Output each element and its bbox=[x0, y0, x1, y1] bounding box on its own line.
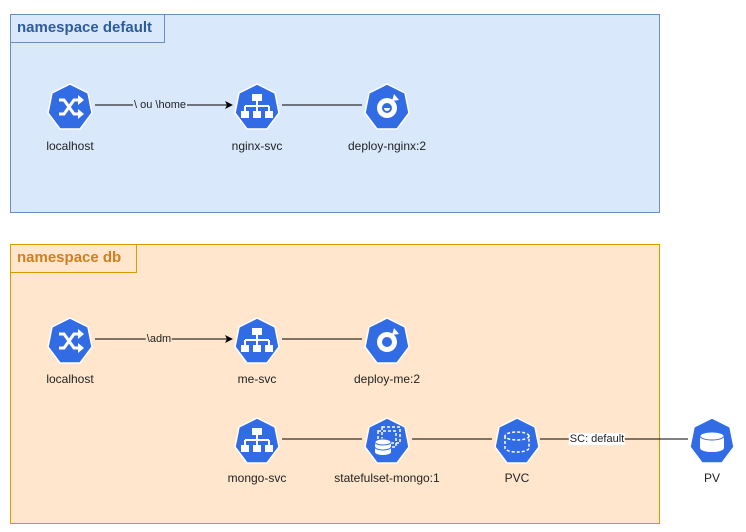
namespace-db-title: namespace db bbox=[11, 245, 137, 273]
pvc-icon bbox=[494, 417, 540, 464]
mongo-svc-label: mongo-svc bbox=[227, 471, 287, 485]
statefulset-mongo-node[interactable] bbox=[362, 416, 412, 466]
pv-label: PV bbox=[703, 471, 721, 485]
namespace-db-container[interactable]: namespace db bbox=[10, 244, 660, 524]
mongo-svc-node[interactable] bbox=[232, 416, 282, 466]
statefulset-icon bbox=[364, 417, 410, 464]
pvc-label: PVC bbox=[504, 471, 530, 485]
edge-label-adm: \adm bbox=[145, 333, 173, 345]
pv-icon bbox=[689, 417, 735, 464]
ingress-icon bbox=[47, 83, 93, 130]
me-svc-node[interactable] bbox=[232, 316, 282, 366]
deployment-icon bbox=[364, 317, 410, 364]
localhost-ingress-node[interactable] bbox=[45, 82, 95, 132]
deploy-nginx-label: deploy-nginx:2 bbox=[347, 139, 427, 153]
deployment-icon bbox=[364, 83, 410, 130]
edge-label-storageclass: SC: default bbox=[568, 433, 626, 445]
deploy-nginx-node[interactable] bbox=[362, 82, 412, 132]
me-svc-label: me-svc bbox=[237, 372, 277, 386]
service-icon bbox=[234, 317, 280, 364]
localhost-db-label: localhost bbox=[46, 372, 94, 386]
namespace-default-title: namespace default bbox=[11, 15, 165, 43]
ingress-icon bbox=[47, 317, 93, 364]
nginx-svc-label: nginx-svc bbox=[231, 139, 283, 153]
pv-node[interactable] bbox=[687, 416, 737, 466]
nginx-svc-node[interactable] bbox=[232, 82, 282, 132]
localhost-ingress-node-db[interactable] bbox=[45, 316, 95, 366]
deploy-me-label: deploy-me:2 bbox=[353, 372, 421, 386]
pvc-node[interactable] bbox=[492, 416, 542, 466]
service-icon bbox=[234, 83, 280, 130]
statefulset-mongo-label: statefulset-mongo:1 bbox=[334, 471, 440, 485]
deploy-me-node[interactable] bbox=[362, 316, 412, 366]
localhost-label: localhost bbox=[46, 139, 94, 153]
service-icon bbox=[234, 417, 280, 464]
edge-label-path: \ ou \home bbox=[133, 99, 187, 111]
namespace-default-container[interactable]: namespace default bbox=[10, 14, 660, 213]
